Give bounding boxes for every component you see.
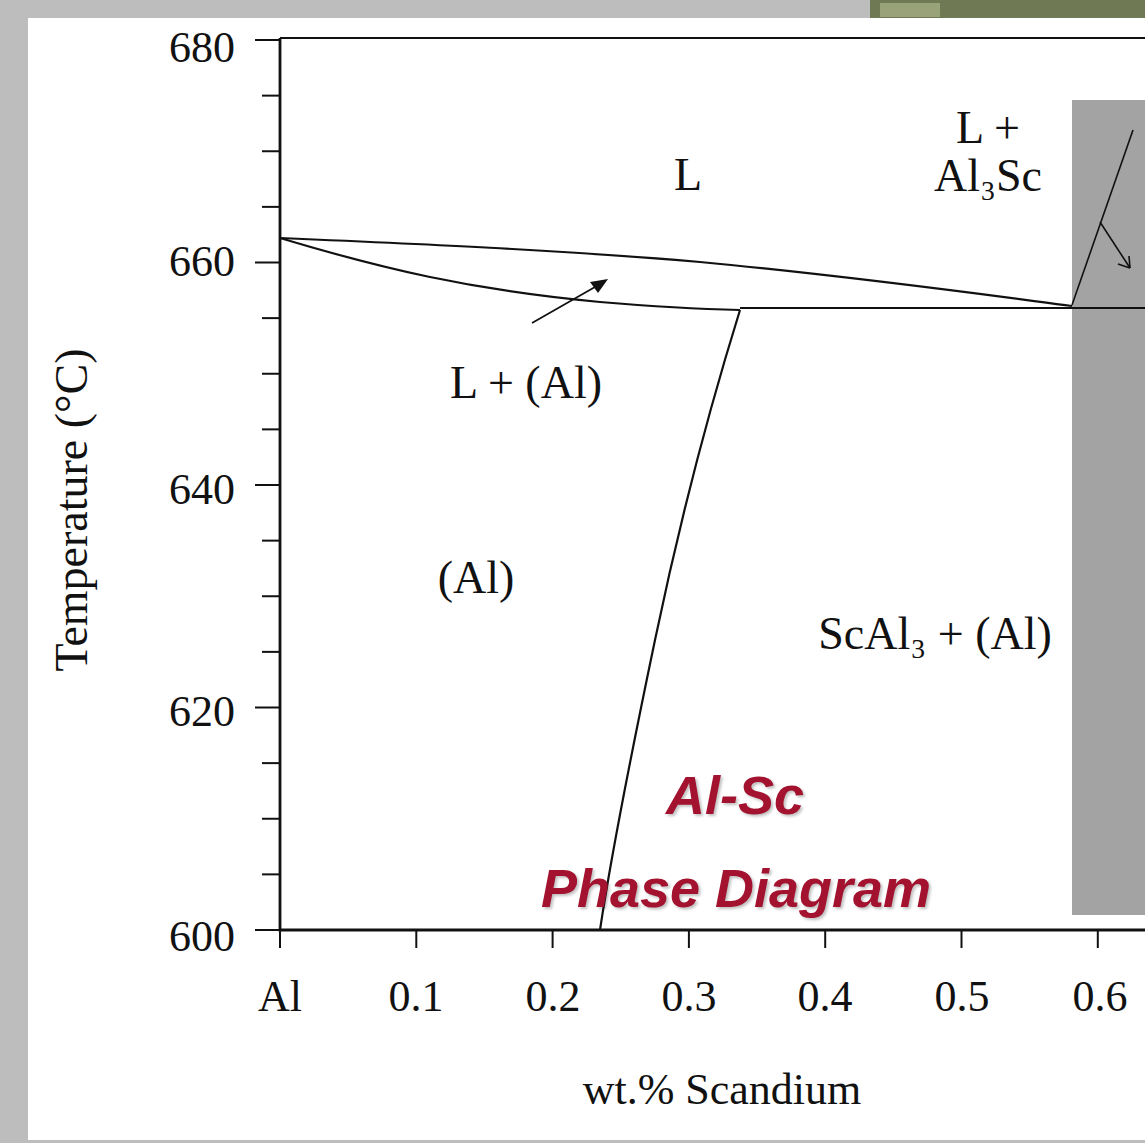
x-tick	[1097, 930, 1099, 948]
leader-line	[1100, 222, 1130, 268]
leader-line	[532, 283, 602, 323]
x-tick	[415, 930, 417, 948]
title-label: Phase Diagram	[537, 860, 935, 917]
region-label: L + (Al)	[450, 359, 602, 407]
title-label: Al-Sc	[662, 767, 808, 824]
photo-strip	[870, 0, 1145, 20]
x-tick	[279, 930, 281, 948]
x-tick	[824, 930, 826, 948]
x-tick	[961, 930, 963, 948]
panel	[28, 18, 1145, 1140]
liquidus-branch	[1072, 130, 1133, 305]
photo-strip	[880, 3, 940, 17]
arrowhead	[1118, 256, 1130, 268]
arrowhead	[590, 279, 608, 293]
tick-label: 0.6	[1073, 974, 1128, 1020]
y-tick	[262, 95, 280, 97]
tick-label: 0.4	[798, 974, 853, 1020]
eutectic-line	[740, 307, 1145, 309]
tick-label: 640	[169, 467, 235, 513]
y-tick	[255, 929, 280, 931]
y-tick	[255, 262, 280, 264]
y-tick	[262, 873, 280, 875]
grey-overlay	[1072, 100, 1145, 915]
tick-label: 660	[169, 239, 235, 285]
x-tick	[552, 930, 554, 948]
y-tick	[255, 707, 280, 709]
axes	[280, 38, 1145, 930]
y-tick	[262, 818, 280, 820]
tick-label: Al	[258, 974, 302, 1020]
ticks	[255, 40, 1098, 948]
y-tick	[255, 484, 280, 486]
y-tick	[262, 373, 280, 375]
y-tick	[262, 540, 280, 542]
region-label: L	[674, 151, 702, 199]
tick-label: 0.5	[935, 974, 990, 1020]
y-tick	[262, 150, 280, 152]
tick-label: 0.2	[526, 974, 581, 1020]
x-tick	[688, 930, 690, 948]
axis-title: Temperature (°C)	[48, 349, 96, 672]
y-tick	[262, 317, 280, 319]
solvus	[600, 310, 740, 930]
y-tick	[262, 762, 280, 764]
tick-label: 0.3	[662, 974, 717, 1020]
y-tick	[262, 428, 280, 430]
liquidus	[280, 238, 1072, 306]
y-tick	[262, 595, 280, 597]
frame-top	[280, 37, 1145, 39]
y-tick	[255, 39, 280, 41]
axis-title: wt.% Scandium	[583, 1067, 862, 1113]
tick-label: 0.1	[389, 974, 444, 1020]
y-tick	[262, 206, 280, 208]
region-label: (Al)	[438, 554, 515, 602]
region-label: L + Al₃Sc	[908, 104, 1068, 201]
tick-label: 680	[169, 25, 235, 71]
solidus	[280, 238, 740, 310]
region-label: ScAl₃ + (Al)	[818, 610, 1052, 658]
tick-label: 600	[169, 914, 235, 960]
tick-label: 620	[169, 689, 235, 735]
y-tick	[262, 651, 280, 653]
